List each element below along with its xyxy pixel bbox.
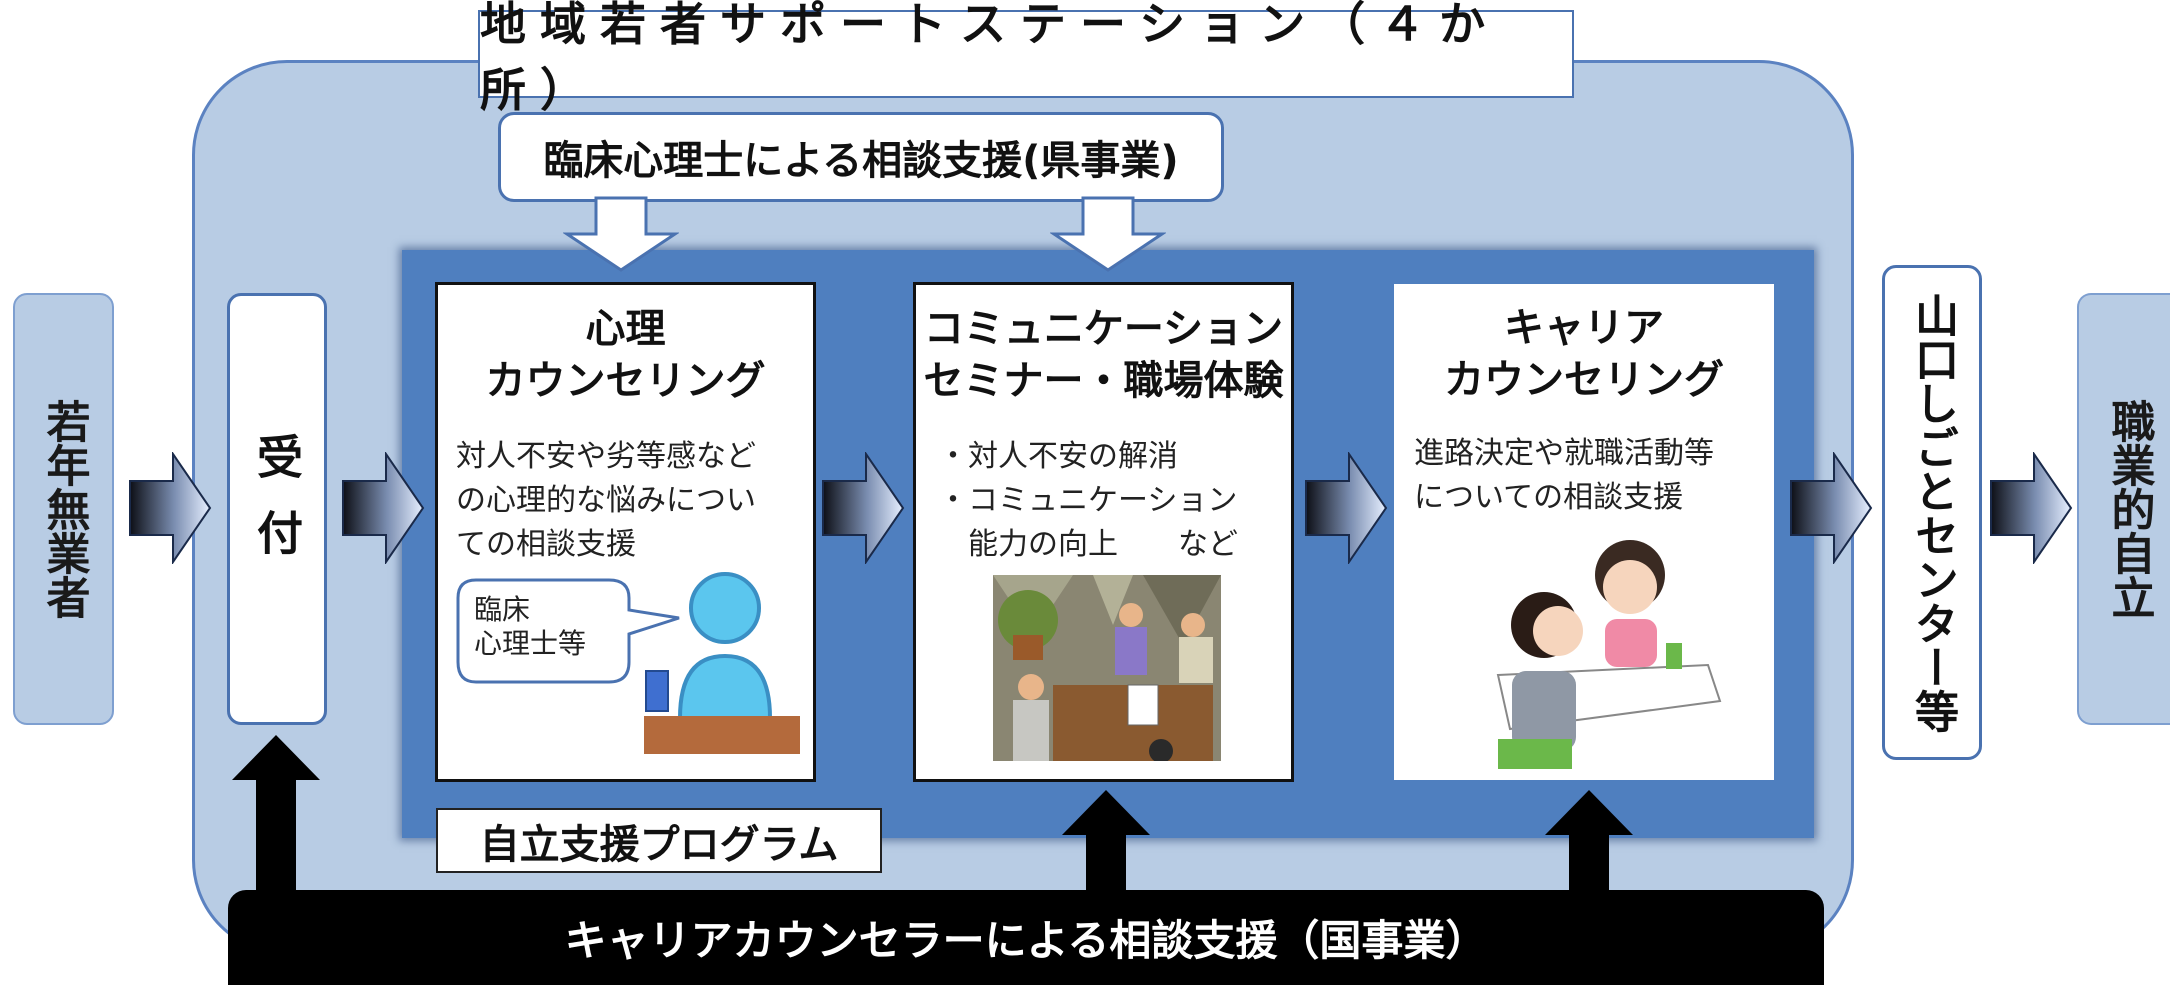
arrow-right-gradient-icon (1790, 452, 1873, 564)
card-body: 対人不安や劣等感など の心理的な悩みについ ての相談支援 (456, 439, 756, 562)
page-title: 地域若者サポートステーション（４か所） (478, 0, 1574, 117)
arrow-right-gradient-icon (822, 452, 905, 564)
arrow-right-gradient-icon (342, 452, 425, 564)
meeting-illustration (993, 575, 1221, 761)
national-support-bar: キャリアカウンセラーによる相談支援（国事業） (228, 890, 1824, 985)
card-body: 進路決定や就職活動等 についての相談支援 (1414, 436, 1714, 515)
consultation-illustration (1496, 540, 1722, 769)
arrow-right-gradient-icon (1990, 452, 2073, 564)
job-center-box: 山口しごとセンター等 (1882, 265, 1982, 760)
program-label: 自立支援プログラム (436, 808, 882, 873)
arrow-right-gradient-icon (1305, 452, 1388, 564)
arrow-up-black-icon (1545, 790, 1633, 895)
arrow-up-black-icon (232, 735, 320, 895)
young-unemployed-box: 若年無業者 (13, 293, 114, 725)
reception-box: 受付 (227, 293, 327, 725)
arrow-up-black-icon (1062, 790, 1150, 895)
occupational-independence-box: 職業的自立 (2077, 293, 2170, 725)
speech-bubble-label: 臨床 心理士等 (474, 593, 587, 660)
card-title: コミュニケーション セミナー・職場体験 (923, 306, 1284, 404)
counselor-person-icon (456, 572, 800, 754)
card-title: 心理 カウンセリング (485, 306, 766, 404)
arrow-right-gradient-icon (129, 452, 212, 564)
prefecture-support-box: 臨床心理士による相談支援(県事業) (498, 112, 1224, 202)
card-body: ・対人不安の解消 ・コミュニケーション 能力の向上 など (938, 439, 1238, 562)
arrow-down-outline-icon (563, 196, 679, 272)
arrow-down-outline-icon (1050, 196, 1166, 272)
card-title: キャリア カウンセリング (1444, 305, 1724, 403)
